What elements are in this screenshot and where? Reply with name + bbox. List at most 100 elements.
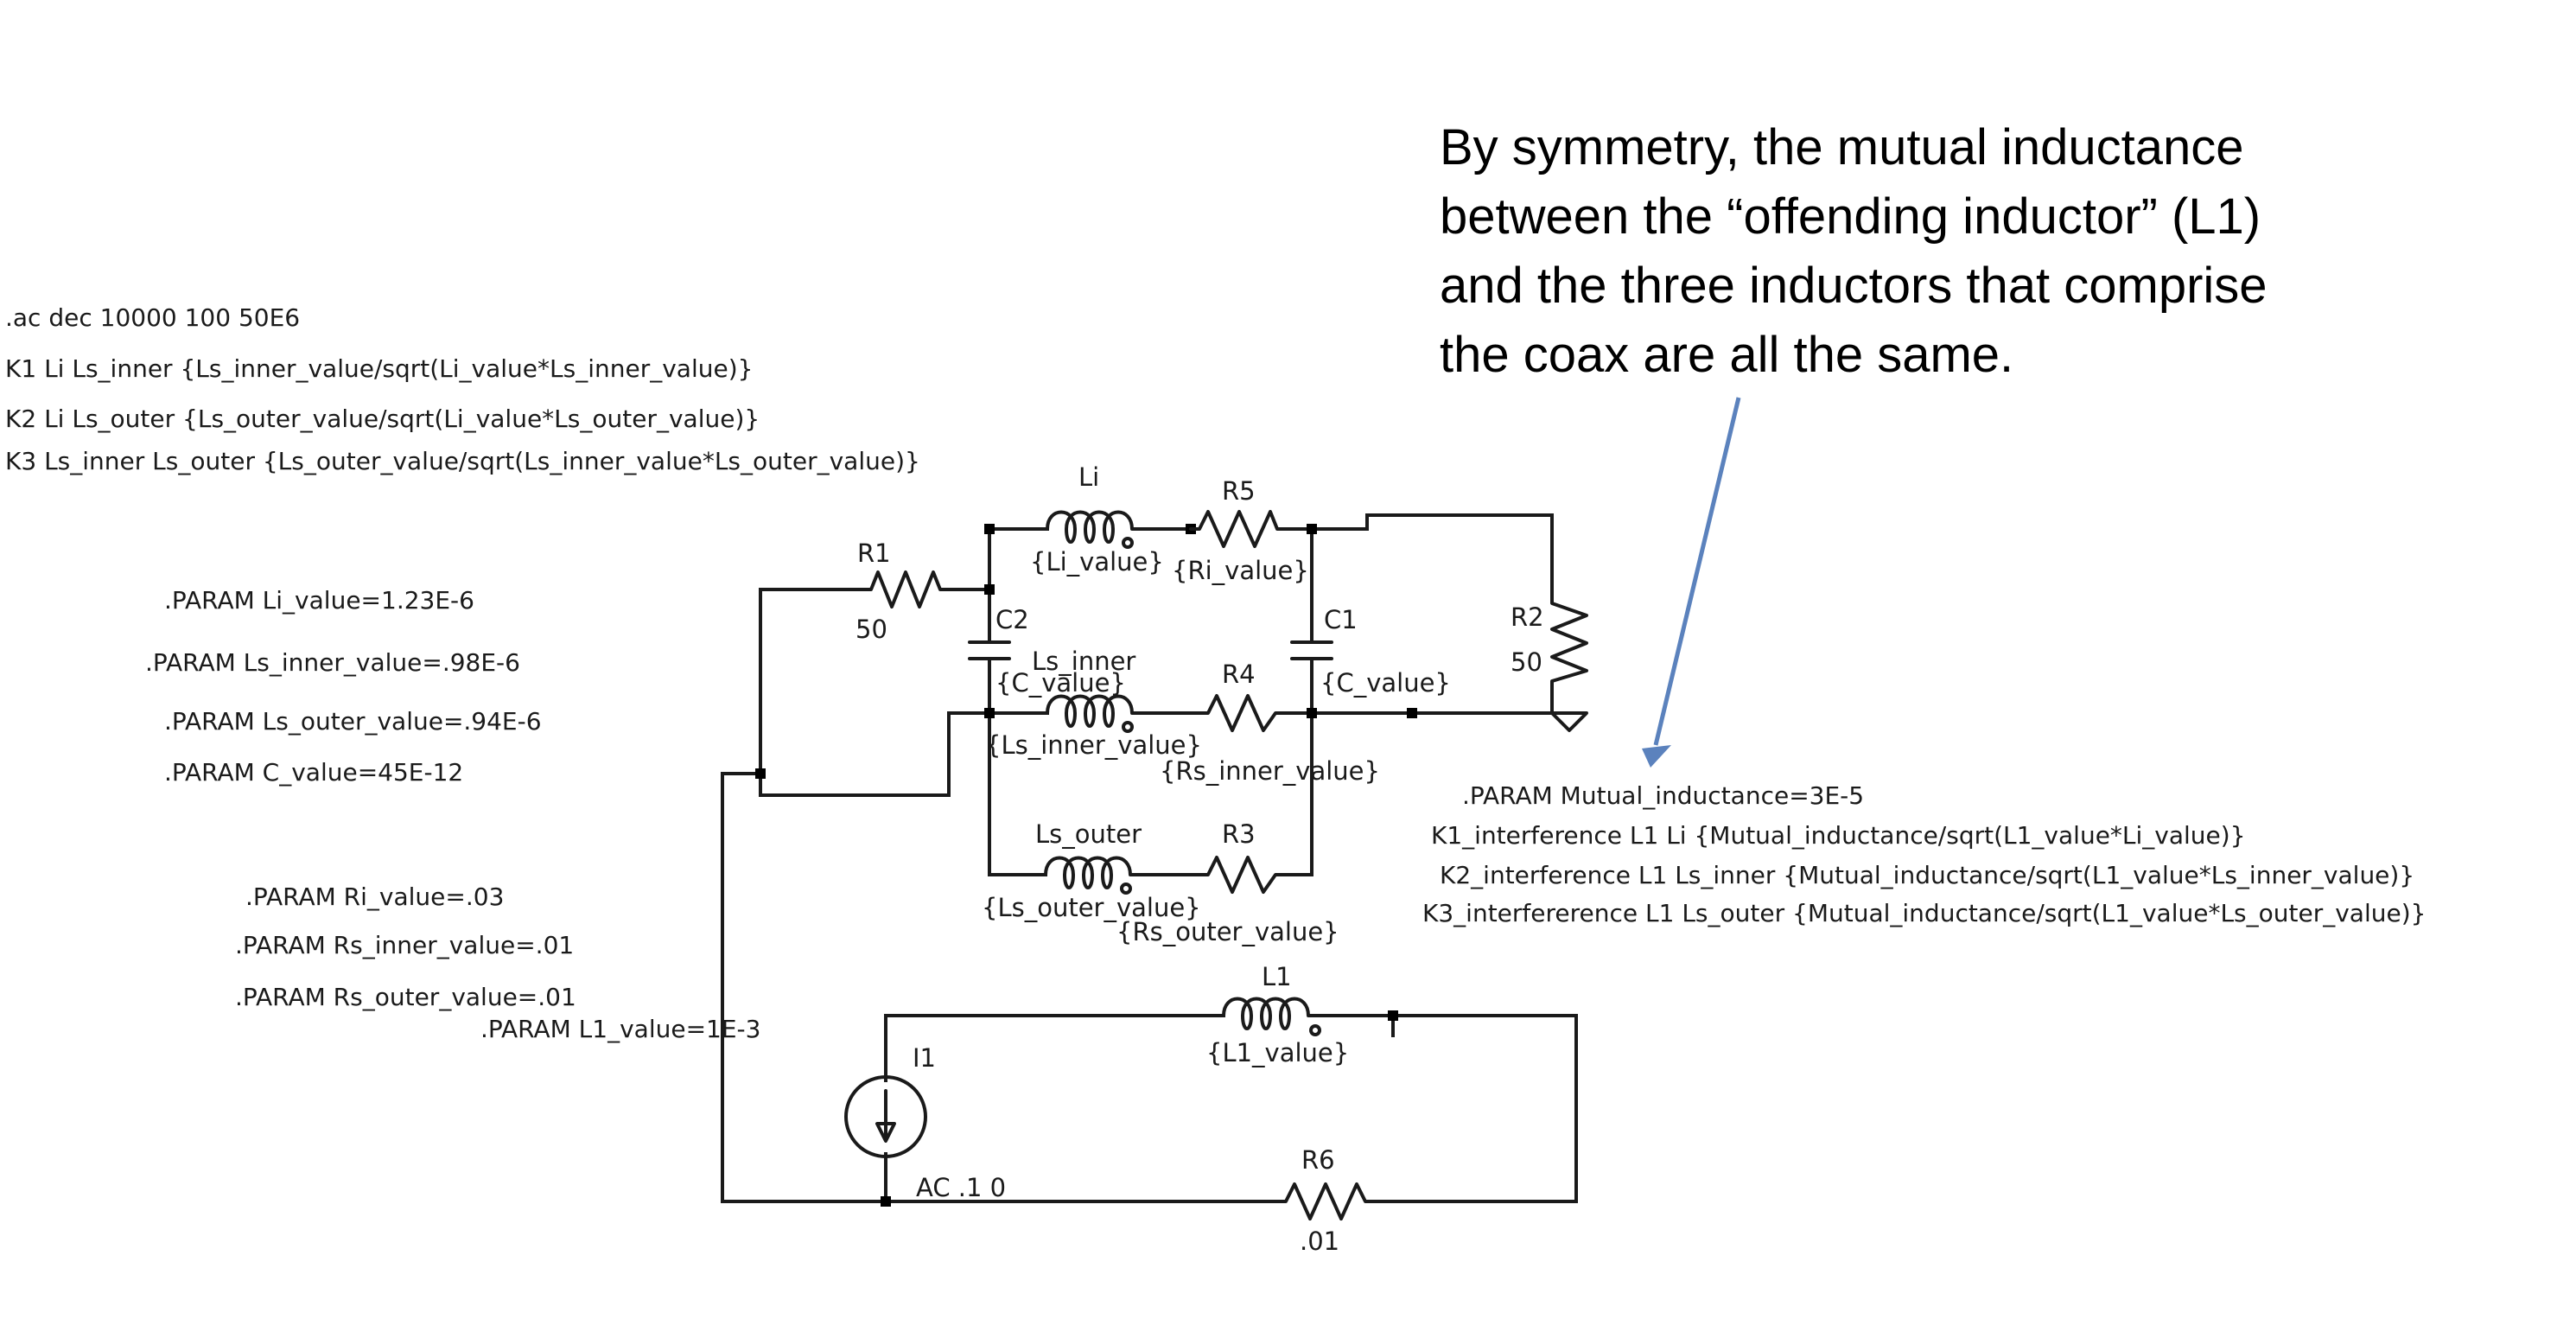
annotation-line-2: between the “offending inductor” (L1): [1440, 188, 2261, 245]
capacitor-c2-name: C2: [995, 605, 1029, 634]
resistor-r4-name: R4: [1222, 660, 1256, 689]
resistor-r4-symbol: [1198, 694, 1281, 732]
wire-right-node-bottom: [1277, 657, 1313, 876]
resistor-r6-symbol: [1275, 1182, 1377, 1220]
junction-dot: [984, 584, 995, 595]
k1-interference-directive: K1_interference L1 Li {Mutual_inductance…: [1431, 821, 2246, 850]
capacitor-c1-name: C1: [1324, 605, 1358, 634]
wire-i1-top: [884, 1014, 1225, 1082]
inductor-ls-outer-dot: [1120, 883, 1132, 895]
k2-interference-directive: K2_interference L1 Ls_inner {Mutual_indu…: [1440, 861, 2414, 889]
param-l1-value: .PARAM L1_value=1E-3: [480, 1015, 760, 1043]
resistor-r3-value: {Rs_outer_value}: [1116, 917, 1339, 946]
inductor-ls-inner-symbol: [1046, 694, 1138, 728]
inductor-ls-inner-dot: [1122, 721, 1134, 733]
param-li-value: .PARAM Li_value=1.23E-6: [164, 586, 474, 615]
inductor-ls-outer-value: {Ls_outer_value}: [982, 893, 1201, 922]
ac-directive: .ac dec 10000 100 50E6: [5, 303, 300, 332]
junction-dot: [1307, 708, 1317, 718]
k3-interference-directive: K3_interfererence L1 Ls_outer {Mutual_in…: [1422, 899, 2426, 927]
junction-dot: [1307, 524, 1317, 534]
param-ls-outer-value: .PARAM Ls_outer_value=.94E-6: [164, 707, 542, 736]
wires: [721, 513, 1578, 1203]
resistor-r1-symbol: [862, 570, 948, 609]
ground-symbol: [1550, 711, 1588, 732]
current-source-i1-arrow-head: [875, 1122, 896, 1143]
inductor-ls-inner-name: Ls_inner: [1032, 647, 1135, 676]
symmetry-annotation: By symmetry, the mutual inductance betwe…: [1440, 119, 2268, 768]
resistor-r6-value: .01: [1300, 1227, 1339, 1256]
inductor-ls-inner-value: {Ls_inner_value}: [985, 730, 1202, 760]
resistor-r6-name: R6: [1301, 1145, 1335, 1175]
annotation-line-3: and the three inductors that comprise: [1440, 258, 2268, 314]
resistor-r1-value: 50: [855, 615, 887, 644]
inductor-l1-symbol: [1222, 997, 1338, 1030]
inductor-ls-outer-symbol: [1044, 856, 1138, 889]
param-mutual-inductance: .PARAM Mutual_inductance=3E-5: [1462, 781, 1864, 810]
capacitor-c1[interactable]: C1 {C_value}: [1290, 605, 1451, 698]
resistor-r4-value: {Rs_inner_value}: [1160, 756, 1380, 786]
resistor-r2[interactable]: R2 50: [1511, 595, 1588, 689]
inductor-l1-name: L1: [1262, 962, 1292, 991]
k2-directive: K2 Li Ls_outer {Ls_outer_value/sqrt(Li_v…: [5, 405, 760, 433]
junction-dot: [881, 1196, 891, 1207]
k3-directive: K3 Ls_inner Ls_outer {Ls_outer_value/sqr…: [5, 447, 920, 475]
wire-l1-right: [1334, 1014, 1578, 1203]
wire-left-spine: [721, 772, 887, 1203]
current-source-i1[interactable]: I1 AC .1 0: [844, 1043, 1006, 1202]
inductor-l1[interactable]: L1 {L1_value}: [1206, 962, 1349, 1067]
wire-top-to-r2: [1277, 513, 1554, 598]
inductor-li-value: {Li_value}: [1030, 547, 1164, 577]
inductor-li-name: Li: [1078, 462, 1099, 492]
capacitor-c2[interactable]: C2 {C_value}: [968, 605, 1126, 698]
resistor-r5[interactable]: R5 {Ri_value}: [1172, 476, 1309, 585]
resistor-r3-symbol: [1198, 856, 1281, 894]
param-c-value: .PARAM C_value=45E-12: [164, 758, 463, 787]
resistor-r2-symbol: [1550, 595, 1588, 689]
wire-shield-jog: [759, 711, 991, 797]
annotation-arrow: [1653, 397, 1741, 746]
current-source-i1-value: AC .1 0: [916, 1173, 1006, 1202]
junction-dot: [1407, 708, 1417, 718]
capacitor-c2-value: {C_value}: [995, 668, 1126, 698]
current-source-i1-name: I1: [913, 1043, 936, 1073]
param-directives: .PARAM Li_value=1.23E-6 .PARAM Ls_inner_…: [145, 586, 760, 1043]
current-source-i1-circle: [844, 1075, 927, 1158]
inductor-l1-value: {L1_value}: [1206, 1038, 1349, 1067]
junctions: [755, 524, 1417, 1207]
junction-dot: [1388, 1010, 1398, 1021]
inductor-ls-inner[interactable]: Ls_inner {Ls_inner_value}: [985, 647, 1202, 760]
spice-directives: .ac dec 10000 100 50E6 K1 Li Ls_inner {L…: [5, 303, 920, 475]
inductor-li-symbol: [1046, 510, 1138, 544]
wire-left-node-bottom: [988, 657, 1047, 876]
param-ls-inner-value: .PARAM Ls_inner_value=.98E-6: [145, 648, 520, 677]
inductor-ls-outer[interactable]: Ls_outer {Ls_outer_value}: [982, 819, 1201, 922]
resistor-r3[interactable]: R3 {Rs_outer_value}: [1116, 819, 1339, 946]
resistor-r1-name: R1: [857, 538, 891, 568]
junction-dot: [984, 524, 995, 534]
interference-directives: .PARAM Mutual_inductance=3E-5 K1_interfe…: [1422, 781, 2426, 927]
wire-r1-left: [759, 588, 866, 775]
junction-dot: [984, 708, 995, 718]
resistor-r5-name: R5: [1222, 476, 1256, 506]
capacitor-c1-value: {C_value}: [1320, 668, 1451, 698]
inductor-li-dot: [1122, 537, 1134, 549]
k1-directive: K1 Li Ls_inner {Ls_inner_value/sqrt(Li_v…: [5, 354, 753, 383]
resistor-r5-value: {Ri_value}: [1172, 556, 1309, 585]
inductor-li[interactable]: Li {Li_value}: [1030, 462, 1164, 577]
resistor-r2-value: 50: [1511, 647, 1542, 677]
junction-dot: [755, 768, 766, 779]
inductor-l1-dot: [1309, 1024, 1321, 1036]
annotation-line-1: By symmetry, the mutual inductance: [1440, 119, 2244, 175]
annotation-line-4: the coax are all the same.: [1440, 327, 2013, 383]
param-rs-inner-value: .PARAM Rs_inner_value=.01: [235, 931, 574, 959]
resistor-r3-name: R3: [1222, 819, 1256, 849]
resistor-r5-symbol: [1189, 510, 1281, 548]
inductor-ls-outer-name: Ls_outer: [1035, 819, 1142, 849]
param-ri-value: .PARAM Ri_value=.03: [245, 883, 504, 911]
resistor-r1[interactable]: R1 50: [855, 538, 948, 644]
resistor-r4[interactable]: R4 {Rs_inner_value}: [1160, 660, 1380, 786]
resistor-r6[interactable]: R6 .01: [1275, 1145, 1377, 1256]
annotation-arrow-head: [1642, 745, 1671, 768]
